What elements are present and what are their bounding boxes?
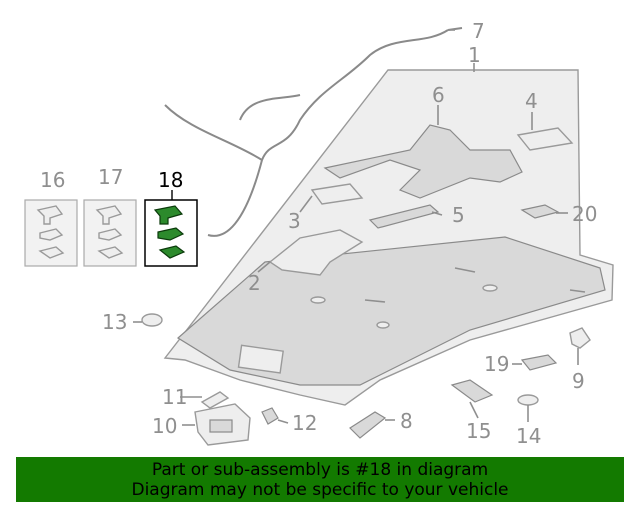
part-18-box[interactable] <box>144 199 198 267</box>
wiring-harness[interactable] <box>164 27 463 237</box>
parts-diagram: 1 2 3 4 5 6 7 8 9 10 11 12 13 14 15 16 1… <box>24 19 614 448</box>
callout-11: 11 <box>162 385 187 409</box>
headliner-panel[interactable] <box>163 69 614 406</box>
callout-3: 3 <box>288 209 301 233</box>
callout-14: 14 <box>516 424 541 448</box>
callout-15: 15 <box>466 419 491 443</box>
part-19-bracket[interactable] <box>520 354 558 371</box>
callout-18: 18 <box>158 168 183 192</box>
part-8-handle[interactable] <box>349 411 387 439</box>
part-6-reinforcement[interactable] <box>323 124 523 199</box>
part-3-pad[interactable] <box>310 183 364 205</box>
banner-line-1: Part or sub-assembly is #18 in diagram <box>151 460 489 480</box>
callout-4: 4 <box>525 89 538 113</box>
part-5-strip[interactable] <box>368 204 440 229</box>
callout-1: 1 <box>468 43 481 67</box>
callout-16: 16 <box>40 168 65 192</box>
callout-7: 7 <box>472 19 485 43</box>
info-banner: Part or sub-assembly is #18 in diagram D… <box>16 457 624 502</box>
callout-5: 5 <box>452 203 465 227</box>
part-15-light[interactable] <box>450 379 494 403</box>
callout-2: 2 <box>248 271 261 295</box>
banner-line-2: Diagram may not be specific to your vehi… <box>131 480 509 500</box>
part-4-pad[interactable] <box>516 127 574 151</box>
part-20-bracket[interactable] <box>520 204 560 219</box>
part-17-box[interactable] <box>83 199 137 267</box>
callout-8: 8 <box>400 409 413 433</box>
callout-17: 17 <box>98 165 123 189</box>
callout-19: 19 <box>484 352 509 376</box>
part-12-clip[interactable] <box>261 407 279 425</box>
part-14-washer[interactable] <box>517 394 539 406</box>
part-13-grommet[interactable] <box>141 313 163 327</box>
leader-lines <box>133 29 579 426</box>
callout-20: 20 <box>572 202 597 226</box>
callout-9: 9 <box>572 369 585 393</box>
callout-10: 10 <box>152 414 177 438</box>
part-2-pad[interactable] <box>268 229 364 276</box>
callout-12: 12 <box>292 411 317 435</box>
part-11-cap[interactable] <box>200 391 230 409</box>
part-9-hook[interactable] <box>569 327 591 349</box>
callout-6: 6 <box>432 83 445 107</box>
part-16-box[interactable] <box>24 199 78 267</box>
callout-13: 13 <box>102 310 127 334</box>
